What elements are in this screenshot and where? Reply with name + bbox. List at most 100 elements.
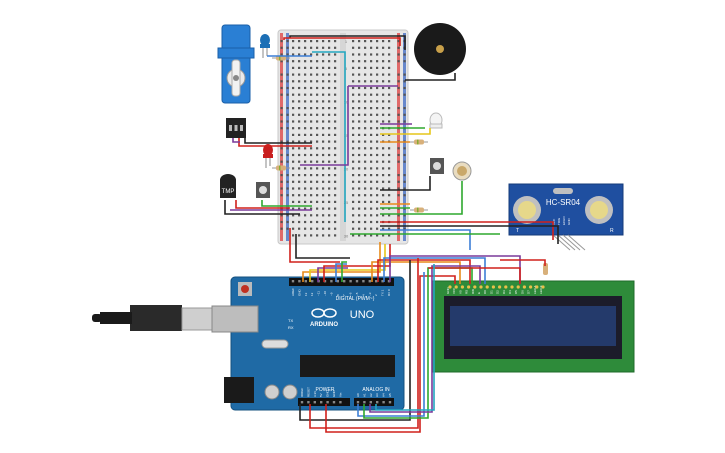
breadboard-hole <box>304 167 307 170</box>
breadboard-hole <box>316 113 319 116</box>
breadboard-hole <box>316 40 319 43</box>
breadboard-hole <box>364 200 367 203</box>
breadboard-hole <box>376 107 379 110</box>
breadboard-hole <box>358 234 361 237</box>
breadboard-hole <box>316 194 319 197</box>
breadboard-hole <box>352 200 355 203</box>
wire <box>300 86 349 166</box>
breadboard-hole <box>316 80 319 83</box>
power-pin-label: 5V <box>319 393 323 397</box>
breadboard-hole <box>310 207 313 210</box>
rail-hole <box>280 113 283 116</box>
breadboard-hole <box>388 133 391 136</box>
breadboard-hole <box>310 46 313 49</box>
breadboard-hole <box>376 147 379 150</box>
breadboard-hole <box>316 167 319 170</box>
breadboard-hole <box>370 153 373 157</box>
breadboard-hole <box>322 234 325 237</box>
breadboard-hole <box>328 167 331 170</box>
power-pin <box>300 401 304 404</box>
breadboard-hole <box>298 174 301 177</box>
breadboard-hole <box>376 160 379 163</box>
arduino-brand: ARDUINO <box>310 322 338 328</box>
breadboard-hole <box>310 86 313 90</box>
breadboard-hole <box>358 167 361 170</box>
breadboard-hole <box>328 160 331 163</box>
power-pin <box>307 401 310 404</box>
digital-pin-label: TX 1 <box>381 289 385 296</box>
breadboard-hole <box>352 107 355 110</box>
wire <box>371 261 461 284</box>
breadboard-hole <box>316 147 319 150</box>
breadboard-hole <box>316 66 319 69</box>
breadboard-hole <box>304 86 307 90</box>
wire <box>380 229 471 250</box>
breadboard-hole <box>334 73 337 76</box>
breadboard-hole <box>382 194 385 197</box>
rail-hole <box>286 113 289 116</box>
breadboard-hole <box>358 113 361 116</box>
power-pin-label: Vin <box>338 392 342 397</box>
breadboard-hole <box>358 46 361 49</box>
wire <box>380 225 559 244</box>
breadboard-hole <box>352 40 355 43</box>
breadboard-hole <box>388 234 391 237</box>
lcd-pin-label: D0 <box>483 290 487 294</box>
breadboard-hole <box>334 220 337 224</box>
ultrasonic-model: HC-SR04 <box>546 198 581 207</box>
breadboard-hole <box>382 53 385 56</box>
breadboard-hole <box>322 60 325 63</box>
rail-hole <box>286 140 289 143</box>
digital-pin <box>368 280 371 283</box>
breadboard-hole <box>370 234 373 237</box>
breadboard-hole <box>328 66 331 69</box>
breadboard-hole <box>334 167 337 170</box>
breadboard-hole <box>310 227 313 230</box>
breadboard-hole <box>310 113 313 116</box>
breadboard-hole <box>322 227 325 230</box>
breadboard-hole <box>352 167 355 170</box>
wire <box>380 176 431 191</box>
breadboard-hole <box>364 80 367 83</box>
breadboard-hole <box>352 234 355 237</box>
breadboard-hole <box>364 93 367 96</box>
breadboard-hole <box>310 174 313 177</box>
rail-hole <box>286 93 289 96</box>
breadboard-hole <box>352 227 355 230</box>
breadboard-hole <box>322 140 325 143</box>
breadboard-hole <box>358 180 361 183</box>
breadboard-hole <box>352 53 355 56</box>
breadboard-hole <box>334 214 337 217</box>
breadboard-hole <box>292 140 295 143</box>
breadboard-hole <box>364 153 367 157</box>
rail-hole <box>397 227 400 230</box>
breadboard-hole <box>352 147 355 150</box>
breadboard-hole <box>316 153 319 157</box>
breadboard-hole <box>370 174 373 177</box>
breadboard-hole <box>364 220 367 224</box>
breadboard-hole <box>292 73 295 76</box>
rail-hole <box>286 147 289 150</box>
breadboard-hole <box>370 113 373 116</box>
power-pin-label: GND <box>326 390 330 398</box>
digital-pin-label: GND <box>297 289 301 297</box>
breadboard-hole <box>322 120 325 123</box>
breadboard-hole <box>334 194 337 197</box>
analog-pin <box>382 401 385 404</box>
breadboard-hole <box>316 220 319 224</box>
row-number: 5 <box>345 66 348 71</box>
rail-hole <box>397 40 400 43</box>
ultrasonic-pin <box>562 234 581 251</box>
breadboard-hole <box>322 66 325 69</box>
breadboard-hole <box>292 40 295 43</box>
breadboard-hole <box>304 234 307 237</box>
breadboard-hole <box>376 53 379 56</box>
breadboard-hole <box>334 234 337 237</box>
wire <box>380 128 431 135</box>
breadboard-hole <box>358 73 361 76</box>
rail-hole <box>403 227 406 230</box>
row-number: 30 <box>344 233 349 238</box>
breadboard-hole <box>310 133 313 136</box>
